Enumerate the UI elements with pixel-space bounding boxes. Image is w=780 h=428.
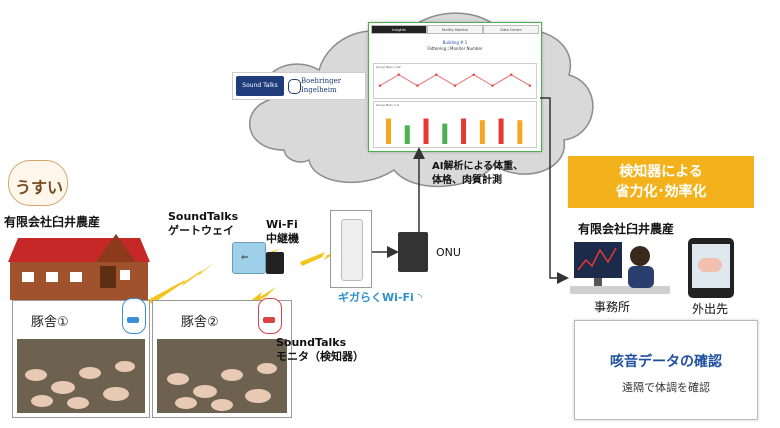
gateway-label: SoundTalks ゲートウェイ (168, 210, 239, 237)
line-chart-box: Group Barn 1.02 (373, 63, 537, 99)
bar (423, 118, 429, 144)
barn-illustration (8, 234, 150, 300)
wifi-repeater-label: Wi-Fi 中継機 (266, 218, 299, 245)
soundtalks-monitor-2 (258, 298, 282, 334)
pig-house-1-label: 豚舎① (31, 315, 69, 330)
line-point (510, 73, 513, 76)
pig-house-2-photo (157, 339, 287, 413)
onu-device (398, 232, 428, 272)
dashboard-tabs: Insights Facility Monitor Data Centre (371, 25, 539, 34)
line-point (528, 84, 532, 87)
gateway-device: ⇐ (232, 242, 266, 274)
chart2-caption: Group Barn 1.0 (376, 103, 399, 107)
dashboard-title: Building # 1 (442, 40, 468, 45)
gigaraku-wifi-logo: ギガらくWi-Fi ◝ (338, 291, 422, 304)
bar-chart-box: Group Barn 1.0 (373, 101, 537, 148)
dashboard-screenshot: Insights Facility Monitor Data Centre Bu… (368, 22, 542, 152)
pig-house-1: 豚舎① (12, 300, 150, 418)
bar (404, 125, 410, 144)
office-label: 事務所 (594, 300, 631, 314)
soundtalks-monitor-1 (122, 298, 146, 334)
bar (479, 120, 485, 144)
smartphone-device (688, 238, 734, 298)
cough-data-box: 咳音データの確認 遠隔で体調を確認 (574, 320, 758, 420)
cough-data-subtitle: 遠隔で体調を確認 (622, 381, 710, 394)
farm-badge-text: うすい (15, 178, 64, 197)
dashboard-tab: Insights (371, 25, 427, 34)
dashboard-tab: Facility Monitor (427, 25, 483, 34)
boehringer-icon (288, 79, 301, 94)
line-point (491, 84, 494, 87)
line-point (416, 84, 419, 87)
pig-icon (698, 258, 722, 272)
chart1-caption: Group Barn 1.02 (376, 65, 401, 69)
boehringer-logo: Boehringer Ingelheim (301, 77, 342, 94)
ai-analysis-text: AI解析による体重、 体格、肉質計測 (432, 161, 524, 186)
bar (498, 118, 504, 144)
office-company-name: 有限会社臼井農産 (578, 222, 675, 236)
arrow-icon: ⇐ (241, 253, 249, 263)
farm-mascot-logo: うすい (8, 160, 68, 206)
line-point (397, 73, 400, 76)
monitor-label: SoundTalks モニタ（検知器） (276, 336, 364, 363)
pig-house-2: 豚舎② (152, 300, 292, 418)
access-point-frame (330, 210, 372, 288)
bar (442, 123, 448, 144)
pig-house-2-label: 豚舎② (181, 315, 219, 330)
bar (461, 118, 467, 144)
smartphone-screen (692, 244, 730, 288)
bar (386, 118, 391, 144)
bar-chart (386, 118, 523, 144)
line-point (453, 84, 457, 87)
onu-label: ONU (436, 246, 461, 259)
line-chart (378, 73, 532, 87)
access-point-device (341, 219, 363, 281)
pig-house-1-photo (17, 339, 145, 413)
line-point (435, 73, 438, 76)
benefit-banner: 検知器による 省力化･効率化 (568, 156, 754, 208)
farm-name: 有限会社臼井農産 (4, 215, 101, 229)
cough-data-title: 咳音データの確認 (610, 354, 722, 370)
dashboard-tab: Data Centre (483, 25, 539, 34)
dashboard-subtitle: Fattening | Monitor Number (427, 46, 483, 51)
wifi-repeater-device (266, 252, 284, 274)
soundtalks-logo: Sound Talks (236, 76, 284, 96)
line-point (378, 84, 382, 87)
line-point (472, 73, 475, 76)
outside-label: 外出先 (692, 302, 729, 316)
partner-logos: Sound Talks Boehringer Ingelheim (232, 72, 366, 100)
office-illustration (570, 242, 670, 294)
wifi-icon: ◝ (417, 291, 422, 304)
bar (517, 120, 523, 144)
